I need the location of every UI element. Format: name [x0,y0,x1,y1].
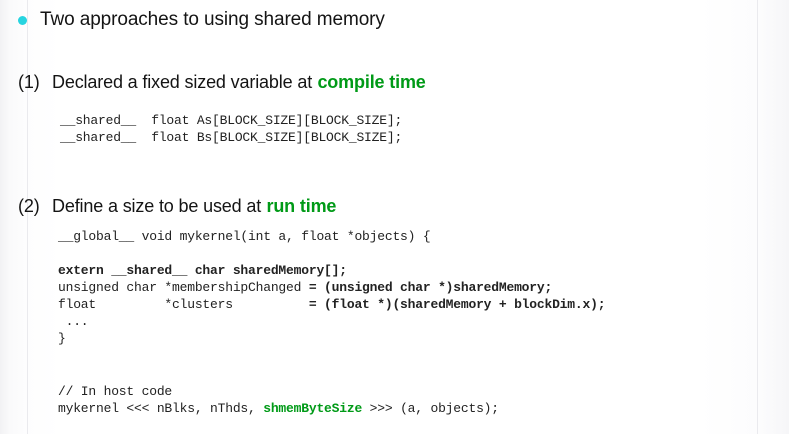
code-token: __shared__ float Bs[BLOCK_SIZE][BLOCK_SI… [60,130,403,145]
code-token: float *clusters [58,297,309,312]
section-2-accent: run time [266,196,337,216]
code-token: ... [58,314,89,329]
code-line: __shared__ float As[BLOCK_SIZE][BLOCK_SI… [60,112,402,129]
section-1-label: Declared a fixed sized variable at [52,72,313,92]
code-token: extern __shared__ char sharedMemory[]; [58,263,347,278]
section-2-heading: (2) Define a size to be used at run time [18,194,336,218]
bullet-dot-icon [18,15,27,25]
run-time-kernel-code-block: __global__ void mykernel(int a, float *o… [58,228,605,347]
right-margin-rule [757,0,758,434]
code-line: } [58,330,605,347]
section-2-number: (2) [18,196,40,216]
code-token: __global__ void mykernel(int a, float *o… [58,229,431,244]
code-line: float *clusters = (float *)(sharedMemory… [58,296,605,313]
compile-time-code-block: __shared__ float As[BLOCK_SIZE][BLOCK_SI… [60,112,402,146]
code-token: __shared__ float As[BLOCK_SIZE][BLOCK_SI… [60,113,403,128]
section-1-heading: (1) Declared a fixed sized variable at c… [18,70,426,94]
section-1-number: (1) [18,72,40,92]
code-token-highlight: shmemByteSize [263,401,363,416]
code-token: = (float *)(sharedMemory + blockDim.x); [308,297,606,312]
code-line: mykernel <<< nBlks, nThds, shmemByteSize… [58,400,499,417]
code-line: __global__ void mykernel(int a, float *o… [58,228,605,245]
code-token: >>> (a, objects); [362,401,499,416]
code-line: // In host code [58,383,499,400]
section-2-label: Define a size to be used at [52,196,262,216]
section-1-accent: compile time [317,72,426,92]
code-line: ... [58,313,605,330]
code-token: unsigned char *membershipChanged [58,280,309,295]
slide-bullet-row: Two approaches to using shared memory [18,8,385,32]
code-line: unsigned char *membershipChanged = (unsi… [58,279,605,296]
code-line: extern __shared__ char sharedMemory[]; [58,262,605,279]
code-token: = (unsigned char *)sharedMemory; [308,280,553,295]
code-token: } [58,331,66,346]
code-token: // In host code [58,384,173,399]
code-token: mykernel <<< nBlks, nThds, [58,401,264,416]
code-line: __shared__ float Bs[BLOCK_SIZE][BLOCK_SI… [60,129,402,146]
left-margin-rule [27,0,28,434]
code-line [58,245,605,262]
slide-title-text: Two approaches to using shared memory [40,9,385,30]
